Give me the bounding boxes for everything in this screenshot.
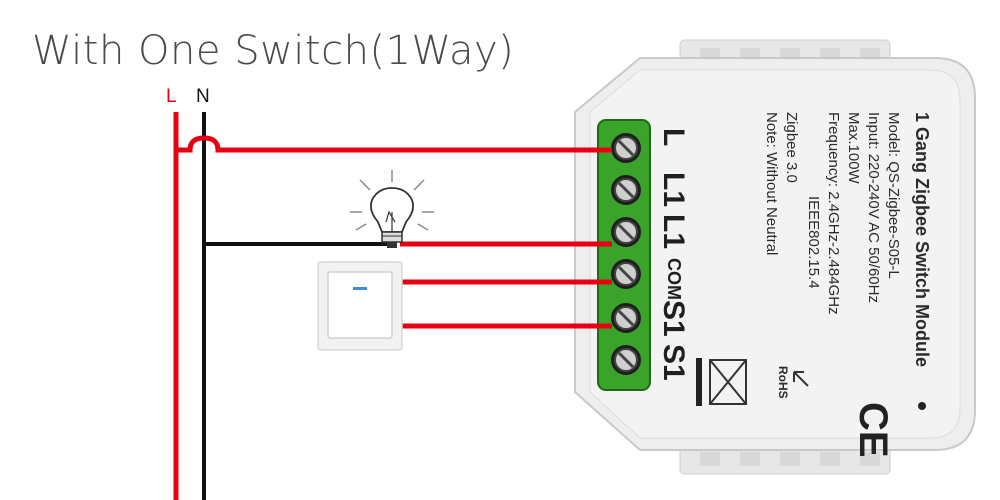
ce-mark-icon: CE: [851, 402, 895, 458]
terminal-label-l1-b: L1: [657, 214, 690, 250]
neutral-rail-label: N: [196, 86, 210, 107]
module-input: Input: 220-240V AC 50/60Hz: [865, 112, 882, 303]
module-model: Model: QS-Zigbee-S05-L: [885, 112, 902, 279]
terminal-label-l1-a: L1: [657, 172, 690, 208]
module-protocol: Zigbee 3.0: [783, 112, 800, 183]
module-body: [574, 39, 976, 475]
module-standard: IEEE802.15.4: [805, 196, 822, 289]
svg-text:CE: CE: [851, 402, 895, 458]
terminal-block: [597, 119, 651, 391]
terminal-label-l: L: [657, 128, 690, 147]
live-rail-label: L: [166, 86, 177, 107]
module-frequency: Frequency: 2.4GHz-2.484GHz: [825, 112, 842, 315]
wall-switch-icon: [317, 261, 403, 351]
diagram-title: With One Switch(1Way): [32, 28, 515, 74]
module-indicator-dot: [918, 402, 926, 410]
module-note: Note: Without Neutral: [763, 112, 780, 256]
light-bulb-icon: [350, 170, 434, 248]
module-name: 1 Gang Zigbee Switch Module: [912, 112, 932, 368]
recycle-arrow-icon: [793, 371, 809, 387]
terminal-label-com: COM: [664, 258, 684, 300]
terminal-label-s1-a: S1: [657, 300, 690, 337]
module-max: Max.100W: [845, 112, 862, 184]
screw-terminals: [611, 133, 641, 375]
live-feed-wire: [176, 135, 612, 153]
terminal-label-s1-b: S1: [657, 344, 690, 381]
weee-bin-icon: [696, 358, 747, 406]
rohs-mark: RoHS: [776, 366, 790, 399]
